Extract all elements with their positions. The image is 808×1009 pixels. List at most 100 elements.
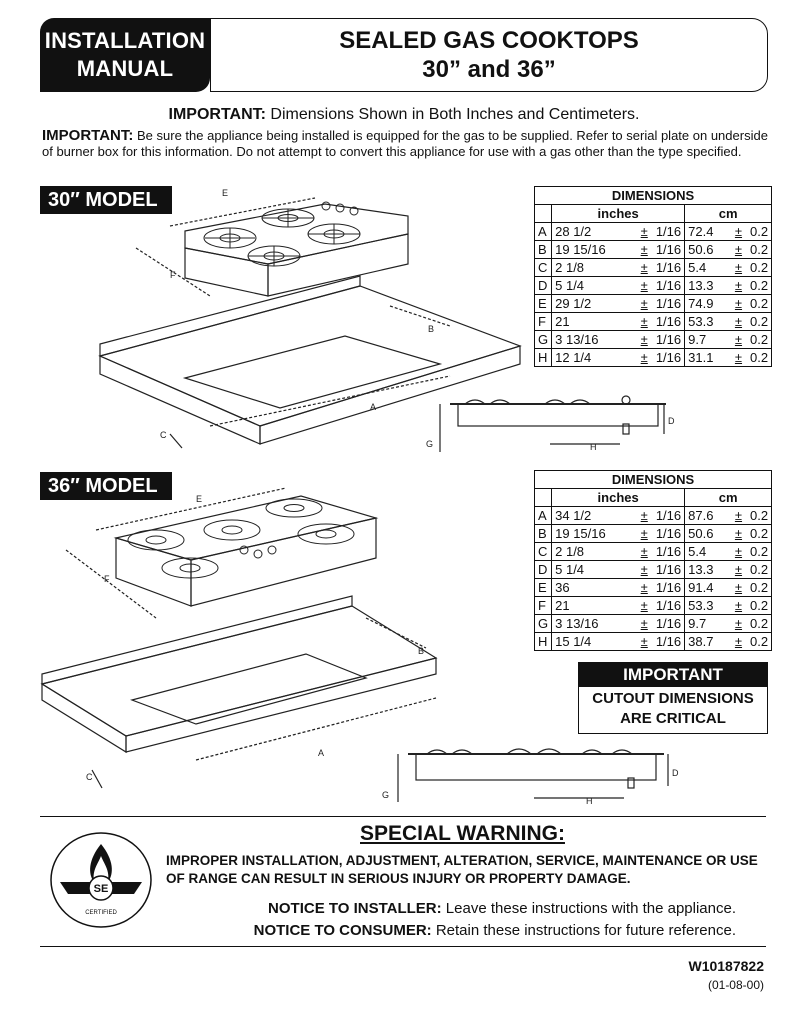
inches-tolerance: 1/16: [655, 508, 682, 523]
plus-minus: ±: [734, 242, 743, 257]
table-row: H 15 1/4±1/16 38.7±0.2: [533, 632, 773, 651]
inches-tolerance: 1/16: [655, 350, 682, 365]
inches-tolerance: 1/16: [655, 526, 682, 541]
divider-top: [40, 816, 766, 817]
inches-tolerance: 1/16: [655, 332, 682, 347]
row-letter: E: [533, 294, 553, 313]
logo-text: CERTIFIED: [85, 910, 117, 916]
inches-value: 3 13/16: [555, 332, 599, 347]
table-row: A 28 1/2±1/16 72.4±0.2: [533, 222, 773, 241]
col-cm: cm: [684, 204, 773, 223]
notice-to-consumer: NOTICE TO CONSUMER: Retain these instruc…: [253, 922, 736, 939]
plus-minus: ±: [640, 526, 648, 541]
inches-tolerance: 1/16: [655, 242, 682, 257]
cm-tolerance: 0.2: [750, 562, 769, 577]
table-row: C 2 1/8±1/16 5.4±0.2: [533, 542, 773, 561]
inches-tolerance: 1/16: [655, 580, 682, 595]
plus-minus: ±: [734, 296, 743, 311]
row-letter: F: [533, 312, 553, 331]
plus-minus: ±: [640, 350, 648, 365]
svg-text:SE: SE: [94, 883, 109, 895]
date-code: (01-08-00): [707, 978, 764, 992]
table-title: DIMENSIONS: [533, 186, 773, 205]
cm-value: 31.1: [688, 350, 714, 365]
cm-tolerance: 0.2: [750, 278, 769, 293]
table-row: F 21±1/16 53.3±0.2: [533, 596, 773, 615]
cm-tolerance: 0.2: [750, 314, 769, 329]
cm-tolerance: 0.2: [750, 616, 769, 631]
plus-minus: ±: [640, 580, 648, 595]
model-30-tag: 30″ MODEL: [40, 186, 172, 214]
row-letter: A: [533, 222, 553, 241]
cm-tolerance: 0.2: [750, 260, 769, 275]
page-title: SEALED GAS COOKTOPS 30” and 36”: [210, 18, 768, 92]
special-warning-title: SPECIAL WARNING:: [360, 822, 565, 845]
label-h: H: [586, 796, 593, 806]
plus-minus: ±: [734, 332, 743, 347]
model-30-side-diagram: D G H: [426, 395, 675, 452]
cm-tolerance: 0.2: [750, 508, 769, 523]
table-row: G 3 13/16±1/16 9.7±0.2: [533, 330, 773, 349]
plus-minus: ±: [734, 562, 743, 577]
cm-value: 5.4: [688, 260, 707, 275]
inches-tolerance: 1/16: [655, 296, 682, 311]
cm-value: 13.3: [688, 562, 714, 577]
row-letter: F: [533, 596, 553, 615]
plus-minus: ±: [734, 314, 743, 329]
model-36-cutout-diagram: E F B A C: [40, 487, 438, 789]
table-row: F 21±1/16 53.3±0.2: [533, 312, 773, 331]
inches-tolerance: 1/16: [655, 616, 682, 631]
plus-minus: ±: [640, 242, 648, 257]
cm-tolerance: 0.2: [750, 634, 769, 649]
plus-minus: ±: [640, 616, 648, 631]
plus-minus: ±: [640, 562, 648, 577]
table-row: C 2 1/8±1/16 5.4±0.2: [533, 258, 773, 277]
part-number: W10187822: [688, 958, 764, 974]
plus-minus: ±: [640, 260, 648, 275]
plus-minus: ±: [640, 598, 648, 613]
title-line-2: 30” and 36”: [422, 56, 556, 83]
manual-type-banner: INSTALLATION MANUAL: [40, 18, 210, 92]
title-line-1: SEALED GAS COOKTOPS: [339, 27, 639, 54]
important-note-gas: IMPORTANT: Be sure the appliance being i…: [42, 127, 768, 160]
label-g: G: [382, 790, 389, 800]
cm-value: 53.3: [688, 314, 714, 329]
inches-value: 2 1/8: [555, 544, 585, 559]
col-inches: inches: [551, 204, 686, 223]
cm-value: 50.6: [688, 242, 714, 257]
inches-tolerance: 1/16: [655, 278, 682, 293]
table-row: D 5 1/4±1/16 13.3±0.2: [533, 560, 773, 579]
model-30-cutout-diagram: E F B A C: [98, 188, 522, 449]
inches-tolerance: 1/16: [655, 224, 682, 239]
plus-minus: ±: [640, 296, 648, 311]
row-letter: G: [533, 614, 553, 633]
inches-value: 15 1/4: [555, 634, 592, 649]
model-36-side-diagram: D G H: [382, 748, 679, 806]
inches-value: 2 1/8: [555, 260, 585, 275]
inches-value: 21: [555, 598, 570, 613]
label-h: H: [590, 442, 597, 452]
row-letter: C: [533, 542, 553, 561]
plus-minus: ±: [734, 350, 743, 365]
table-row: B 19 15/16±1/16 50.6±0.2: [533, 524, 773, 543]
label-a: A: [370, 402, 376, 412]
cm-value: 53.3: [688, 598, 714, 613]
important-box-title: IMPORTANT: [579, 663, 767, 687]
cm-value: 13.3: [688, 278, 714, 293]
table-row: G 3 13/16±1/16 9.7±0.2: [533, 614, 773, 633]
plus-minus: ±: [640, 278, 648, 293]
row-letter: D: [533, 560, 553, 579]
table-row: B 19 15/16±1/16 50.6±0.2: [533, 240, 773, 259]
plus-minus: ±: [640, 224, 648, 239]
important-note-dimensions: IMPORTANT: Dimensions Shown in Both Inch…: [168, 106, 640, 123]
row-letter: B: [533, 524, 553, 543]
cm-value: 5.4: [688, 544, 707, 559]
inches-value: 3 13/16: [555, 616, 599, 631]
cm-value: 9.7: [688, 332, 707, 347]
plus-minus: ±: [734, 544, 743, 559]
cm-tolerance: 0.2: [750, 332, 769, 347]
cm-tolerance: 0.2: [750, 242, 769, 257]
certification-logo-icon: SE CERTIFIED: [50, 832, 152, 928]
